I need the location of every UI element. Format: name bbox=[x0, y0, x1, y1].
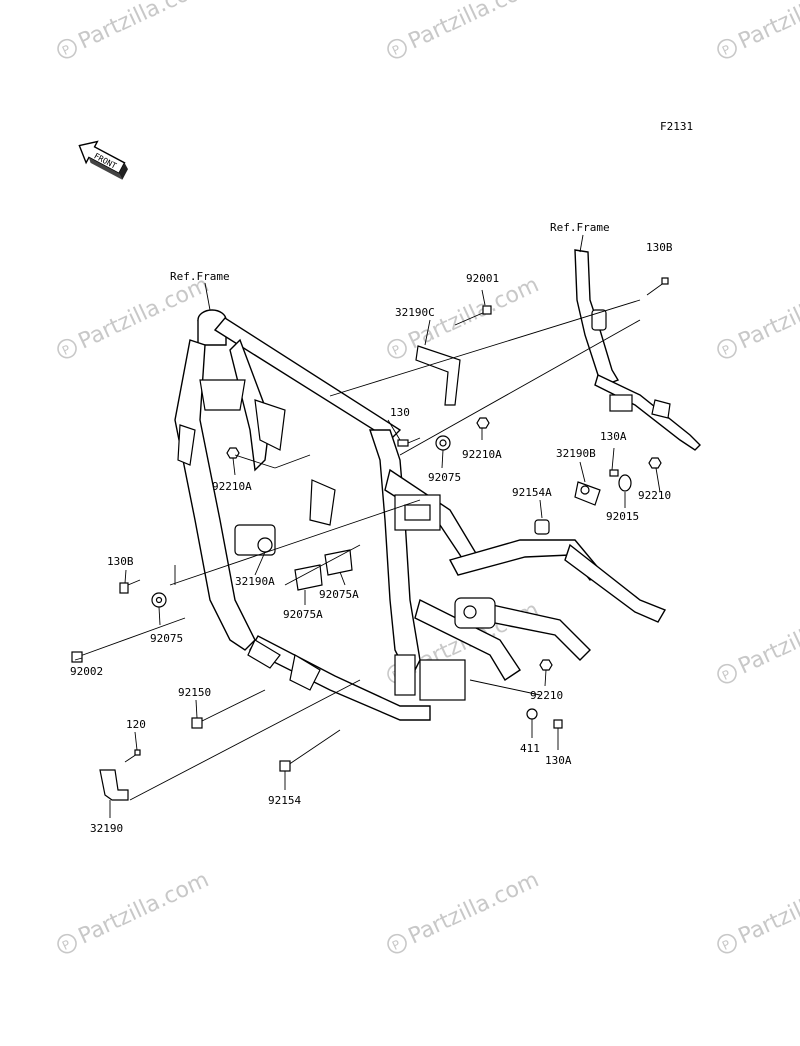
watermark-text: Partzilla.com bbox=[735, 0, 800, 55]
part-label: 32190B bbox=[556, 447, 596, 460]
part-label: 32190 bbox=[90, 822, 123, 835]
leader-lines bbox=[74, 234, 661, 818]
diagram-code: F2131 bbox=[660, 120, 693, 133]
part-label: 92075 bbox=[150, 632, 183, 645]
ref-frame-label-right: Ref.Frame bbox=[550, 221, 610, 234]
part-label: 92210 bbox=[638, 489, 671, 502]
motorcycle-frame-left bbox=[174, 309, 667, 721]
part-labels: 130B 92001 32190C 130 92210A 92075 130A … bbox=[70, 241, 673, 835]
ref-frame-label-left: Ref.Frame bbox=[170, 270, 230, 283]
part-label: 130A bbox=[600, 430, 627, 443]
part-label: 130 bbox=[390, 406, 410, 419]
part-label: 32190C bbox=[395, 306, 435, 319]
part-label: 92002 bbox=[70, 665, 103, 678]
part-label: 130B bbox=[646, 241, 673, 254]
part-label: 92015 bbox=[606, 510, 639, 523]
part-label: 92210A bbox=[212, 480, 252, 493]
watermark-text: Partzilla.com bbox=[735, 867, 800, 949]
part-label: 92150 bbox=[178, 686, 211, 699]
part-label: 120 bbox=[126, 718, 146, 731]
watermark-text: Partzilla.com bbox=[405, 867, 543, 949]
part-label: 92210A bbox=[462, 448, 502, 461]
motorcycle-frame-right bbox=[574, 249, 701, 451]
part-label: 92075 bbox=[428, 471, 461, 484]
watermark-text: Partzilla.com bbox=[735, 272, 800, 354]
part-label: 92075A bbox=[319, 588, 359, 601]
part-label: 130B bbox=[107, 555, 134, 568]
bolts-and-parts bbox=[71, 277, 669, 801]
watermark-text: Partzilla.com bbox=[75, 867, 213, 949]
part-label: 92001 bbox=[466, 272, 499, 285]
front-arrow-icon: FRONT bbox=[78, 140, 128, 180]
part-label: 92210 bbox=[530, 689, 563, 702]
part-label: 92154A bbox=[512, 486, 552, 499]
watermark-text: Partzilla.com bbox=[735, 597, 800, 679]
part-label: 32190A bbox=[235, 575, 275, 588]
watermark-text: Partzilla.com bbox=[405, 0, 543, 55]
part-label: 411 bbox=[520, 742, 540, 755]
watermark-text: Partzilla.com bbox=[75, 0, 213, 55]
part-label: 130A bbox=[545, 754, 572, 767]
part-label: 92154 bbox=[268, 794, 301, 807]
part-label: 92075A bbox=[283, 608, 323, 621]
